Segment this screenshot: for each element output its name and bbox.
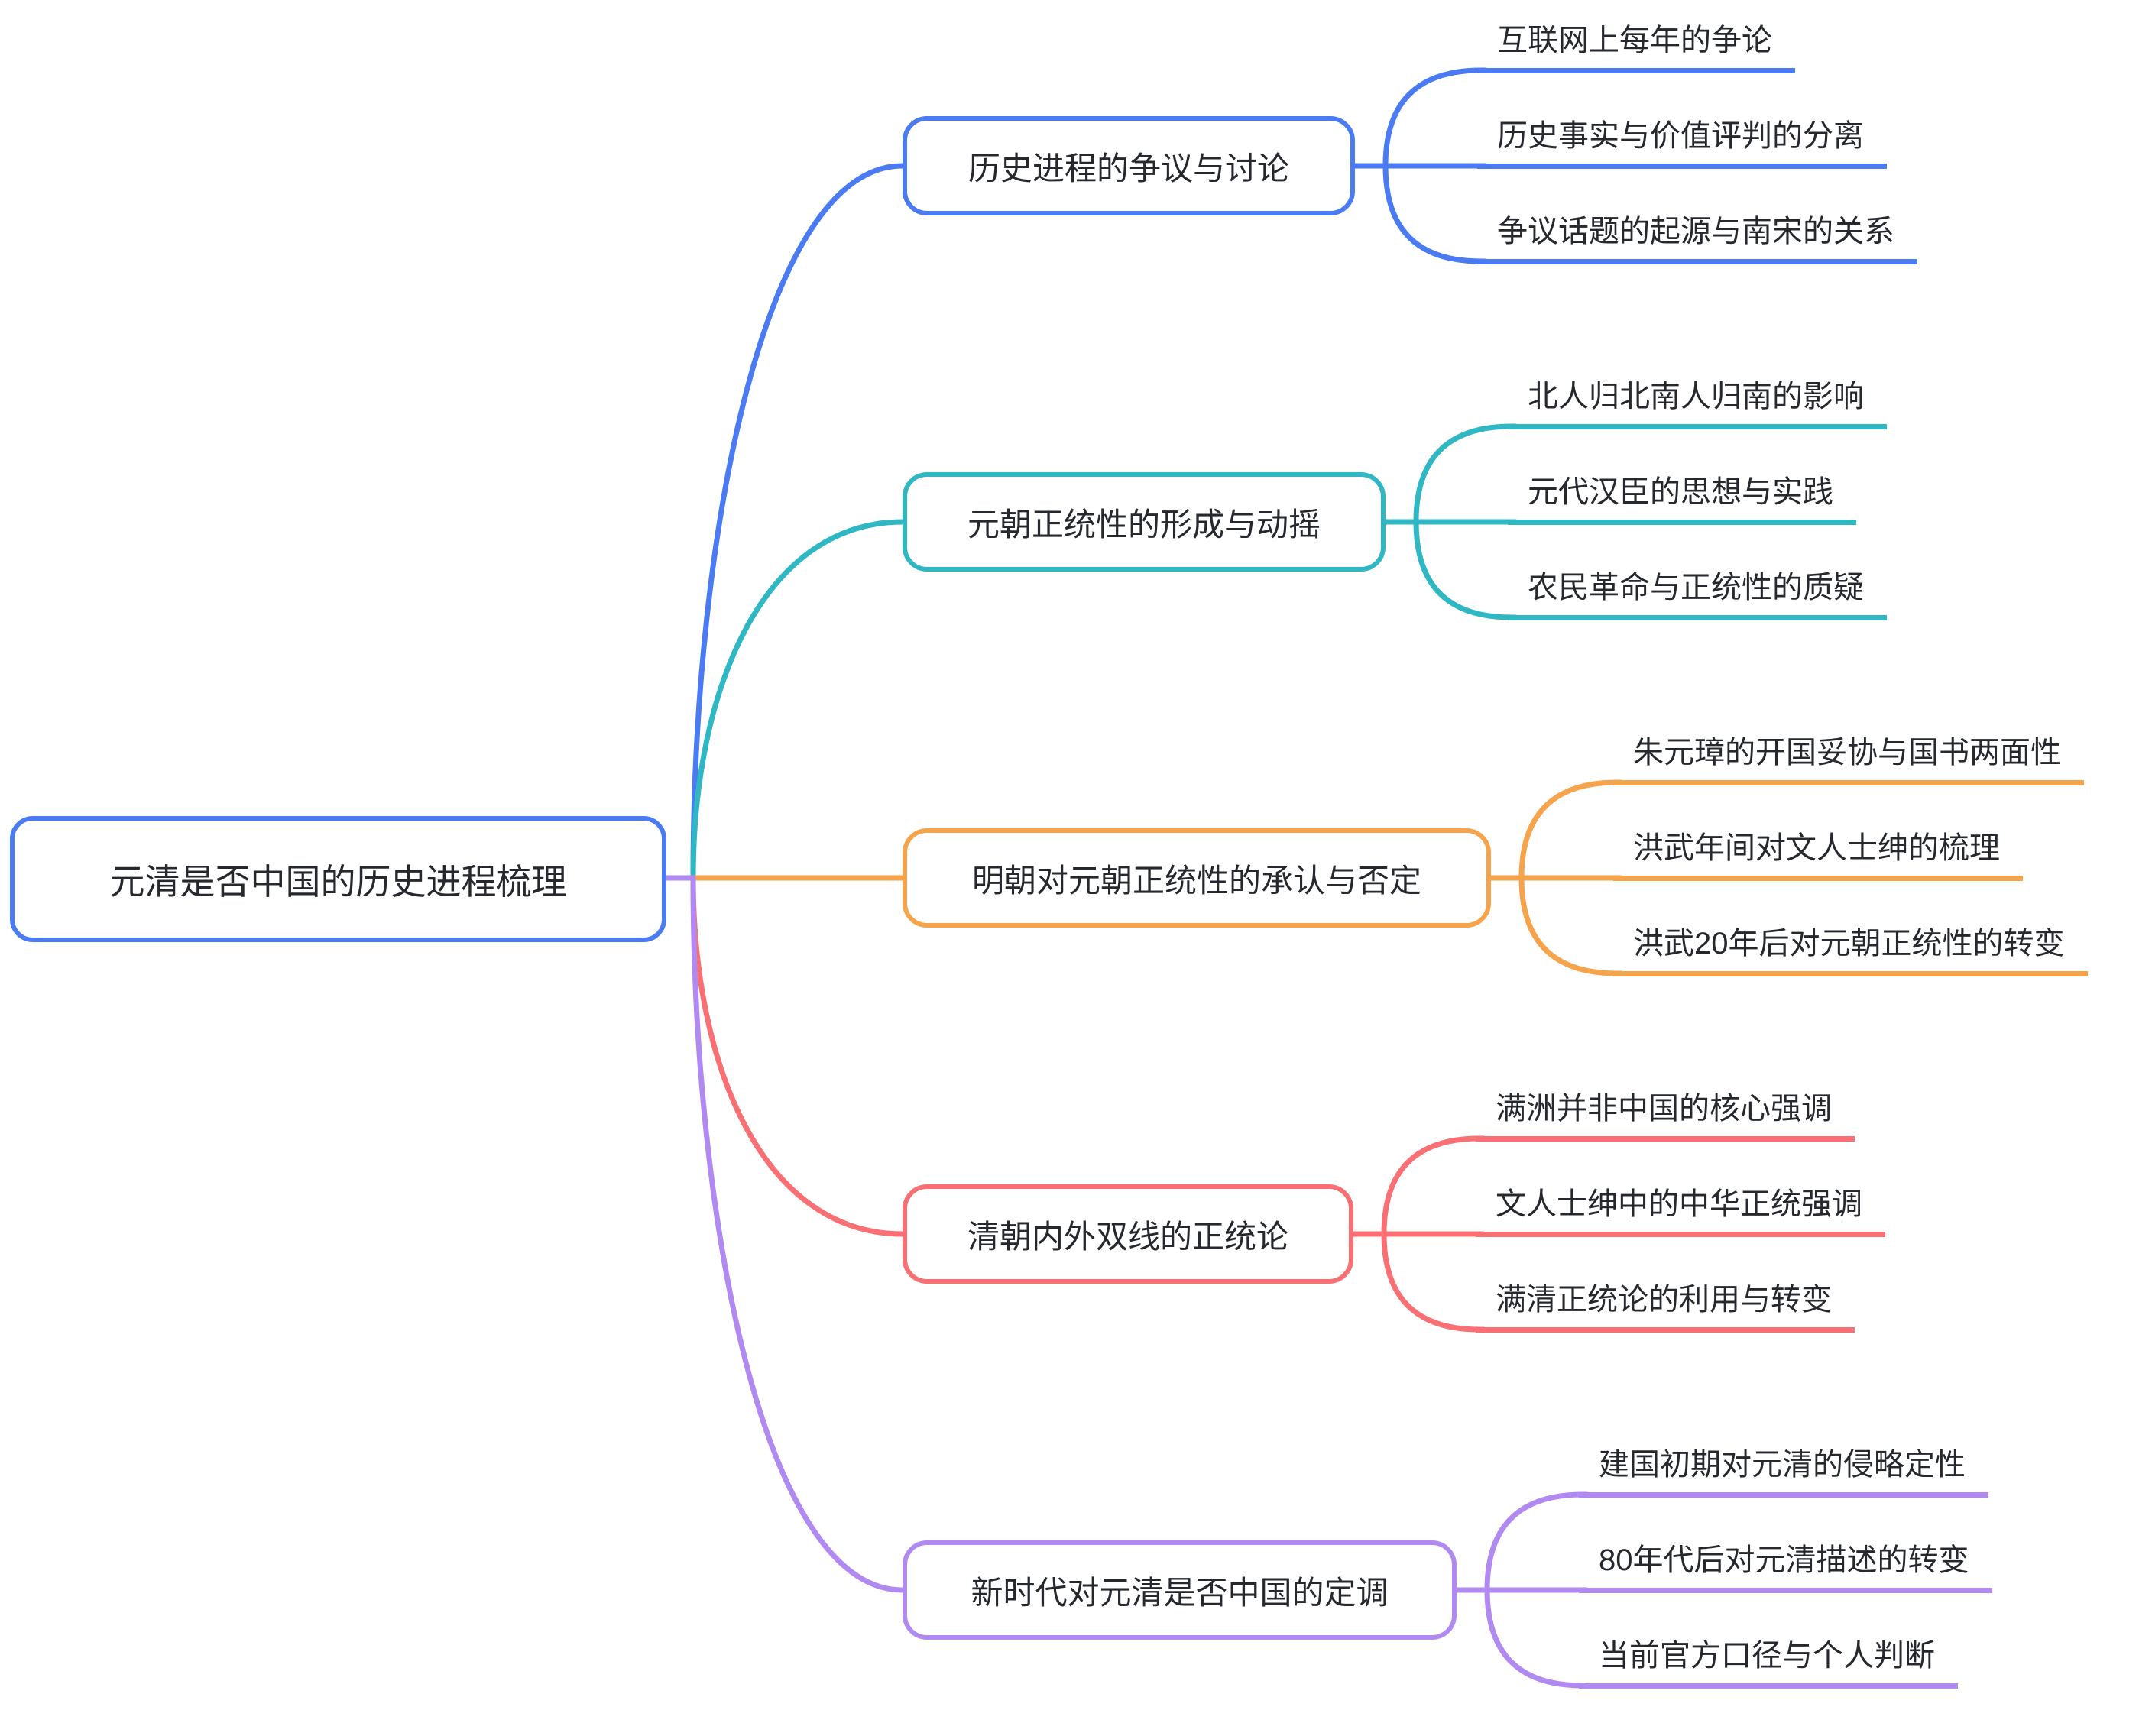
subtopic-5-2[interactable]: 80年代后对元清描述的转变 xyxy=(1579,1542,1992,1593)
root-topic[interactable]: 元清是否中国的历史进程梳理 xyxy=(10,816,666,942)
subtopic-5-3[interactable]: 当前官方口径与个人判断 xyxy=(1579,1637,1958,1689)
branch-topic-4-label: 清朝内外双线的正统论 xyxy=(967,1218,1288,1255)
root-topic-label: 元清是否中国的历史进程梳理 xyxy=(109,861,567,902)
branch-2-link-child-1 xyxy=(1413,423,1518,525)
subtopic-2-2[interactable]: 元代汉臣的思想与实践 xyxy=(1508,474,1856,525)
branch-topic-4[interactable]: 清朝内外双线的正统论 xyxy=(903,1184,1353,1284)
branch-topic-3[interactable]: 明朝对元朝正统性的承认与否定 xyxy=(903,828,1491,928)
branch-5-link-child-1 xyxy=(1484,1491,1590,1593)
branch-topic-5[interactable]: 新时代对元清是否中国的定调 xyxy=(903,1540,1457,1640)
branch-topic-2[interactable]: 元朝正统性的形成与动摇 xyxy=(903,472,1386,572)
subtopic-4-2[interactable]: 文人士绅中的中华正统强调 xyxy=(1476,1186,1885,1237)
subtopic-3-1[interactable]: 朱元璋的开国妥协与国书两面性 xyxy=(1613,734,2084,785)
subtopic-2-1[interactable]: 北人归北南人归南的影响 xyxy=(1508,378,1887,429)
root-link-branch-2 xyxy=(659,519,906,881)
branch-1-link-child-3 xyxy=(1382,163,1488,264)
root-link-branch-1 xyxy=(659,163,906,881)
branch-3-link-child-3 xyxy=(1518,875,1624,976)
subtopic-5-1[interactable]: 建国初期对元清的侵略定性 xyxy=(1579,1446,1988,1498)
subtopic-3-2[interactable]: 洪武年间对文人士绅的梳理 xyxy=(1613,830,2023,881)
branch-topic-1-label: 历史进程的争议与讨论 xyxy=(967,150,1289,186)
subtopic-1-1[interactable]: 互联网上每年的争论 xyxy=(1477,22,1795,73)
subtopic-4-1[interactable]: 满洲并非中国的核心强调 xyxy=(1476,1090,1855,1142)
subtopic-2-3[interactable]: 农民革命与正统性的质疑 xyxy=(1508,569,1887,620)
branch-5-link-child-3 xyxy=(1484,1587,1590,1689)
branch-topic-1[interactable]: 历史进程的争议与讨论 xyxy=(903,116,1355,215)
branch-2-link-child-3 xyxy=(1413,519,1518,620)
branch-4-link-child-1 xyxy=(1381,1135,1486,1237)
subtopic-4-3[interactable]: 满清正统论的利用与转变 xyxy=(1476,1281,1855,1333)
subtopic-3-3[interactable]: 洪武20年后对元朝正统性的转变 xyxy=(1613,925,2088,976)
branch-topic-3-label: 明朝对元朝正统性的承认与否定 xyxy=(971,862,1421,899)
branch-1-link-child-1 xyxy=(1382,67,1488,169)
root-link-branch-5 xyxy=(659,875,906,1593)
branch-topic-5-label: 新时代对元清是否中国的定调 xyxy=(971,1574,1389,1611)
branch-3-link-child-1 xyxy=(1518,779,1624,881)
branch-topic-2-label: 元朝正统性的形成与动摇 xyxy=(967,506,1321,542)
subtopic-1-3[interactable]: 争议话题的起源与南宋的关系 xyxy=(1477,213,1917,264)
subtopic-1-2[interactable]: 历史事实与价值评判的分离 xyxy=(1477,118,1887,169)
branch-4-link-child-3 xyxy=(1381,1231,1486,1333)
